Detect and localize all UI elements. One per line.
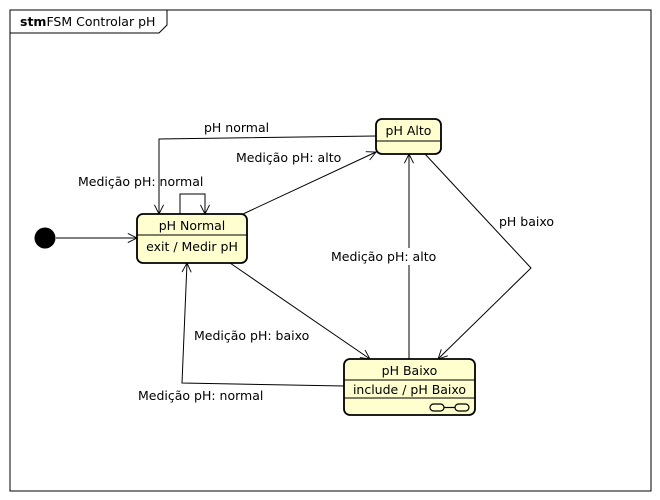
transition-baixo-to-normal-label: Medição pH: normal	[138, 388, 263, 403]
state-ph-normal-activity: exit / Medir pH	[146, 239, 238, 254]
transition-baixo-to-normal	[181, 263, 345, 387]
transition-normal-self	[179, 193, 205, 214]
state-ph-normal[interactable]: pH Normal exit / Medir pH	[136, 213, 248, 264]
state-ph-alto-name: pH Alto	[386, 123, 432, 138]
transition-alto-to-normal-label: pH normal	[204, 120, 269, 135]
transition-normal-to-alto-label: Medição pH: alto	[236, 150, 341, 165]
transition-normal-to-baixo-label: Medição pH: baixo	[194, 328, 309, 343]
frame-title: stmFSM Controlar pH	[20, 14, 155, 29]
transition-baixo-to-alto-label: Medição pH: alto	[331, 249, 436, 264]
state-ph-baixo-activity: include / pH Baixo	[353, 382, 466, 397]
transition-alto-to-normal	[159, 135, 377, 214]
state-ph-baixo-name: pH Baixo	[382, 363, 438, 378]
transition-normal-to-baixo	[229, 262, 370, 359]
state-ph-baixo[interactable]: pH Baixo include / pH Baixo	[343, 358, 476, 416]
transition-normal-to-alto	[242, 152, 376, 215]
state-ph-alto[interactable]: pH Alto	[375, 118, 442, 155]
initial-state	[34, 227, 56, 249]
state-ph-normal-name: pH Normal	[159, 218, 226, 233]
transition-normal-self-label: Medição pH: normal	[78, 174, 203, 189]
transition-alto-to-baixo-label: pH baixo	[499, 214, 554, 229]
transition-alto-to-baixo	[424, 153, 532, 359]
composite-state-icon	[429, 403, 470, 412]
label-background	[329, 248, 435, 265]
